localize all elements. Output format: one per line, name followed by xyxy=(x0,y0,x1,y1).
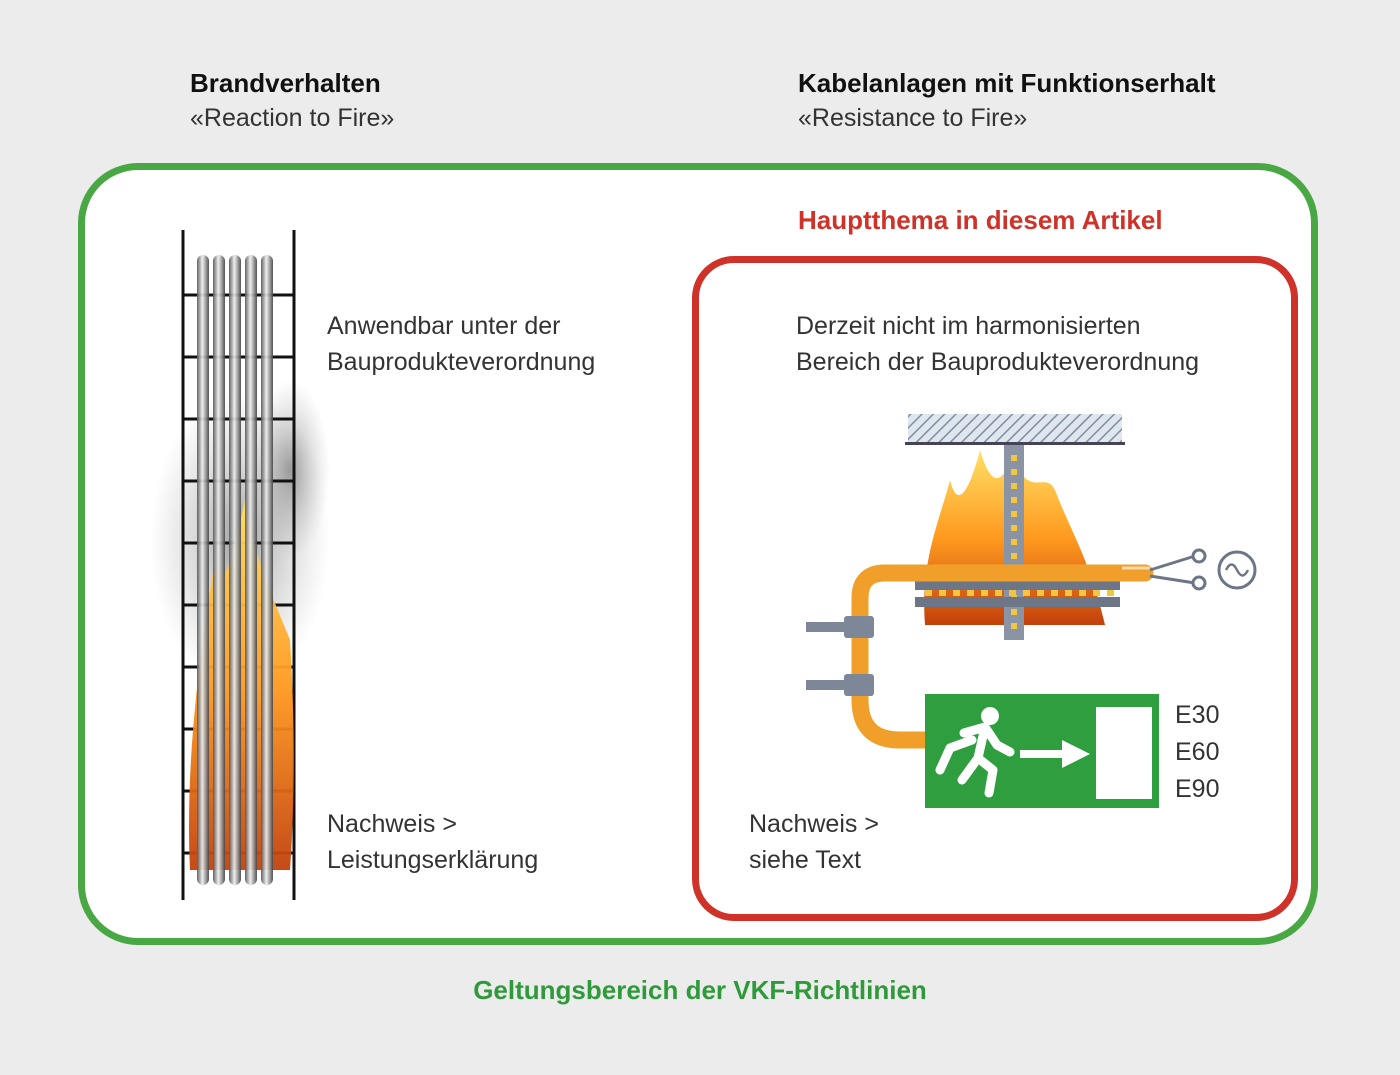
resistance-proof: Nachweis > siehe Text xyxy=(749,806,879,878)
sine-wave-icon xyxy=(1224,563,1250,577)
reaction-description-line2: Bauprodukteverordnung xyxy=(327,348,596,376)
resistance-proof-line1: Nachweis > xyxy=(749,810,879,838)
tray-hole xyxy=(1037,590,1044,596)
resistance-proof-line2: siehe Text xyxy=(749,846,862,874)
hanger-hole xyxy=(1011,539,1017,545)
hanger-hole xyxy=(1011,455,1017,461)
reaction-proof-line1: Nachweis > xyxy=(327,810,457,838)
vkf-scope-label: Geltungsbereich der VKF-Richtlinien xyxy=(473,975,927,1005)
resistance-subtitle: «Resistance to Fire» xyxy=(798,104,1028,132)
running-man-icon xyxy=(935,722,1015,798)
tray-hole xyxy=(981,590,988,596)
ceiling-edge xyxy=(905,442,1125,445)
tray-hole xyxy=(995,590,1002,596)
tray-hole xyxy=(1051,590,1058,596)
cable-ladder-illustration xyxy=(150,230,330,900)
terminal-bottom xyxy=(1191,575,1207,591)
resistance-description-line1: Derzeit nicht im harmonisierten xyxy=(796,312,1141,340)
reaction-description-line1: Anwendbar unter der xyxy=(327,312,561,340)
main-topic-frame xyxy=(692,256,1298,921)
exit-arrow-shaft xyxy=(1020,750,1065,758)
tray-hole xyxy=(1065,590,1072,596)
tray-hole xyxy=(1093,590,1100,596)
reaction-title: Brandverhalten xyxy=(190,68,381,98)
tray-perforation xyxy=(925,590,1114,596)
exit-arrow-head xyxy=(1062,740,1090,768)
cable-pipe xyxy=(261,255,273,885)
reaction-proof-line2: Leistungserklärung xyxy=(327,846,539,874)
tray-hole xyxy=(967,590,974,596)
cable-pipe xyxy=(213,255,225,885)
cable-bundle xyxy=(197,255,273,885)
wire-bottom xyxy=(1149,574,1196,585)
function-retention-levels: E30 E60 E90 xyxy=(1175,697,1219,808)
exit-door-icon xyxy=(1096,707,1152,799)
level-e30: E30 xyxy=(1175,701,1220,729)
resistance-description: Derzeit nicht im harmonisierten Bereich … xyxy=(796,308,1199,380)
running-man-head xyxy=(981,707,999,725)
hanger-hole xyxy=(1011,483,1017,489)
power-cable xyxy=(851,564,1154,749)
hanger-hole xyxy=(1011,553,1017,559)
hanger-hole xyxy=(1011,609,1017,615)
wall-clamp-2-bar xyxy=(806,680,846,690)
ceiling-slab xyxy=(908,414,1122,442)
reaction-proof: Nachweis > Leistungserklärung xyxy=(327,806,538,878)
tray-hole xyxy=(1023,590,1030,596)
resistance-title: Kabelanlagen mit Funktionserhalt xyxy=(798,68,1216,98)
level-e90: E90 xyxy=(1175,775,1220,803)
tray-hole xyxy=(953,590,960,596)
tray-hole xyxy=(1107,590,1114,596)
cable-pipe xyxy=(229,255,241,885)
hanger-hole xyxy=(1011,497,1017,503)
hanger-hole xyxy=(1011,511,1017,517)
cable-tray-illustration xyxy=(806,414,1257,749)
resistance-description-line2: Bereich der Bauprodukteverordnung xyxy=(796,348,1200,376)
tray-top-rail xyxy=(915,580,1120,590)
tray-hole xyxy=(1009,590,1016,596)
hanger-hole xyxy=(1011,525,1017,531)
wall-clamp-1 xyxy=(844,616,874,638)
tray-hole xyxy=(1079,590,1086,596)
emergency-exit-sign xyxy=(925,694,1159,808)
reaction-subtitle: «Reaction to Fire» xyxy=(190,104,395,132)
level-e60: E60 xyxy=(1175,738,1220,766)
wall-clamp-1-bar xyxy=(806,622,846,632)
tray-bottom-rail xyxy=(915,597,1120,607)
hanger-hole xyxy=(1011,469,1017,475)
cable-pipe xyxy=(197,255,209,885)
wall-clamp-2 xyxy=(844,674,874,696)
hanger-hole xyxy=(1011,623,1017,629)
terminal-top xyxy=(1191,548,1207,564)
cable-pipe xyxy=(245,255,257,885)
reaction-description: Anwendbar unter der Bauprodukteverordnun… xyxy=(327,308,595,380)
tray-hole xyxy=(925,590,932,596)
main-topic-heading: Hauptthema in diesem Artikel xyxy=(798,205,1163,235)
tray-hole xyxy=(939,590,946,596)
wire-top xyxy=(1149,554,1196,572)
